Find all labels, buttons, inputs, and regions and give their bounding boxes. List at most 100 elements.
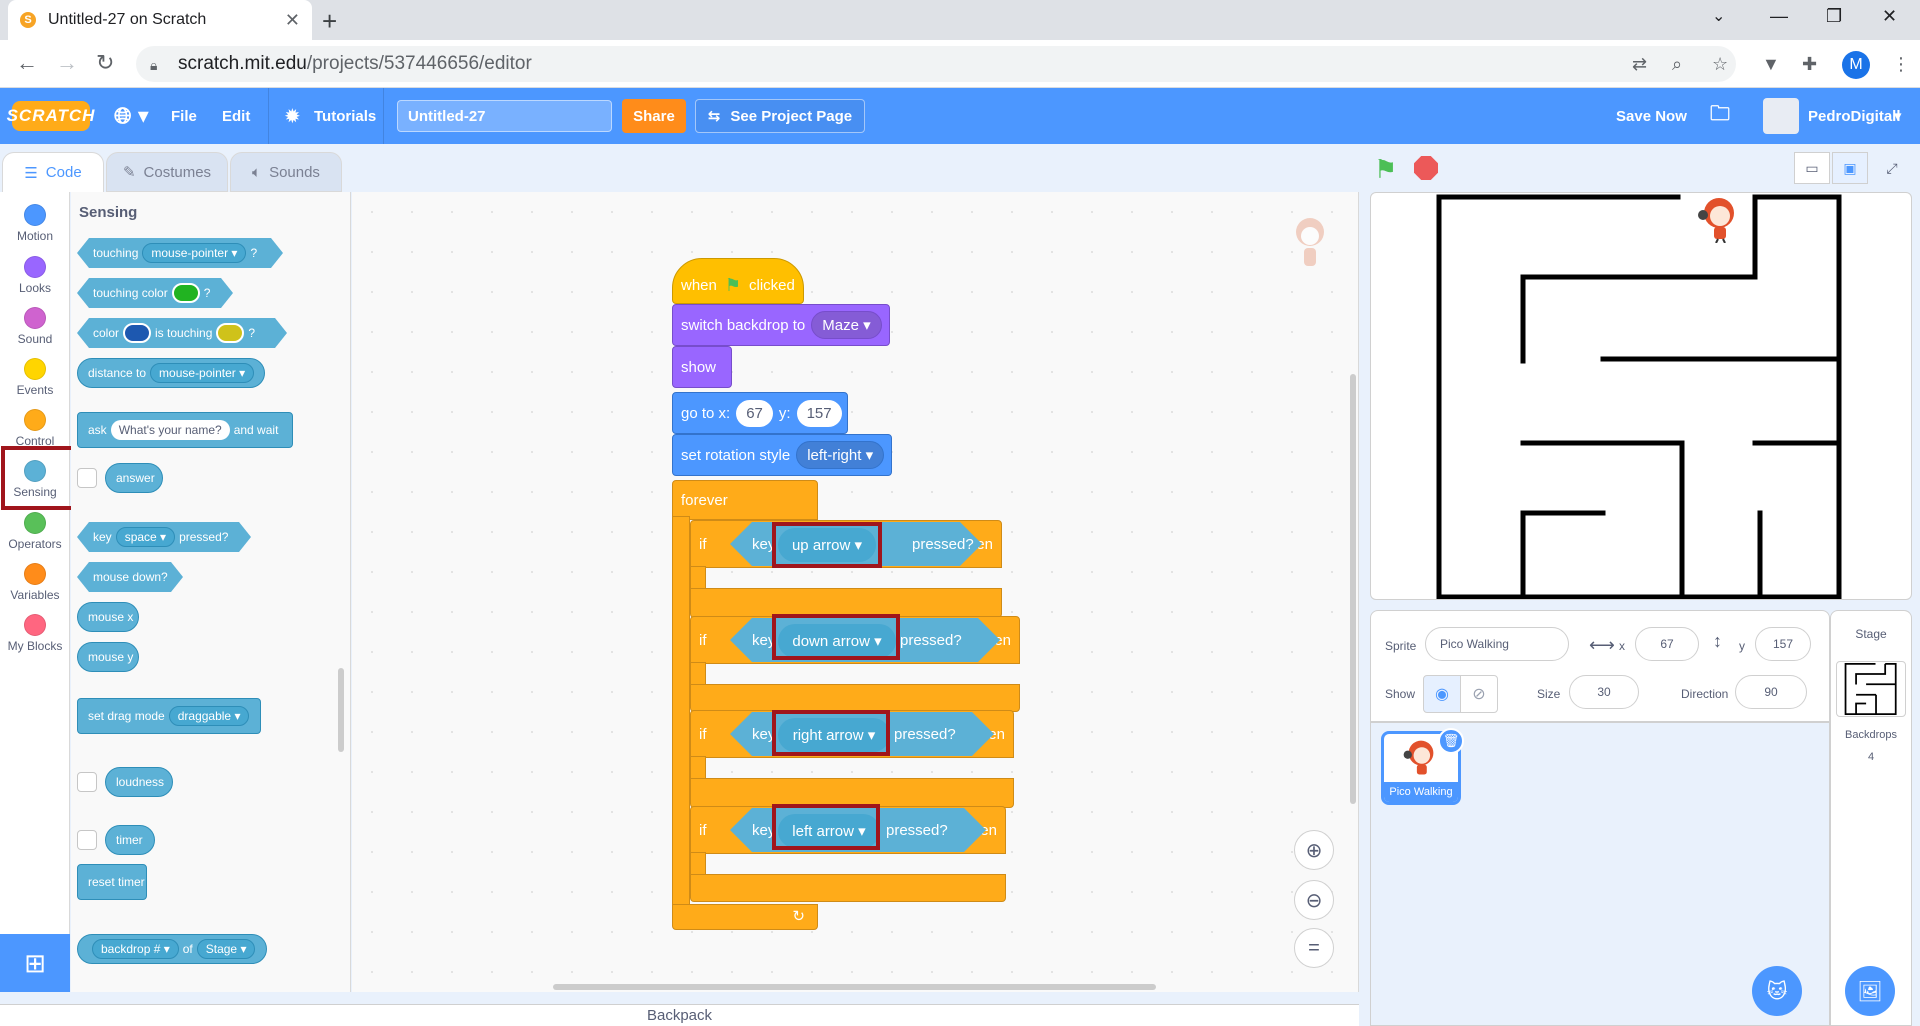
category-motion[interactable]: Motion <box>0 198 70 250</box>
mouse-x-reporter[interactable]: mouse x <box>77 602 139 632</box>
show-block[interactable]: show <box>672 346 732 388</box>
category-sensing[interactable]: Sensing <box>0 454 70 506</box>
close-window-icon[interactable]: ✕ <box>1882 6 1898 26</box>
timer-checkbox[interactable] <box>77 830 97 850</box>
backdrop-thumbnail[interactable] <box>1836 661 1906 717</box>
language-globe-icon[interactable]: 🌐︎ ▾ <box>114 103 149 128</box>
reset-timer-block[interactable]: reset timer <box>77 864 147 900</box>
fullscreen-button[interactable]: ⤢ <box>1874 152 1910 184</box>
backdrop-dropdown[interactable]: Maze ▾ <box>811 311 882 339</box>
puzzle-icon[interactable]: ✚ <box>1802 54 1818 74</box>
small-stage-button[interactable]: ▭ <box>1794 152 1830 184</box>
ask-and-wait-block[interactable]: ask What's your name? and wait <box>77 412 293 448</box>
key-pressed-block[interactable]: key space ▾ pressed? <box>77 522 251 552</box>
drag-mode-dropdown[interactable]: draggable ▾ <box>168 706 250 726</box>
tab-code[interactable]: ☰ Code <box>2 152 104 192</box>
zoom-in-button[interactable]: ⊕ <box>1294 830 1334 870</box>
reload-icon[interactable]: ↻ <box>96 50 115 75</box>
loudness-reporter[interactable]: loudness <box>105 767 173 797</box>
key-dropdown-right[interactable]: right arrow ▾ <box>778 718 890 752</box>
extension-icon[interactable]: ▼ <box>1762 54 1780 74</box>
color-swatch[interactable] <box>172 283 200 303</box>
stage-target-pane[interactable]: Stage Backdrops 4 <box>1830 610 1912 1026</box>
category-looks[interactable]: Looks <box>0 250 70 302</box>
browser-tab[interactable]: S Untitled-27 on Scratch ✕ <box>8 0 312 40</box>
translate-icon[interactable]: ⇄ <box>1632 54 1648 74</box>
script-horizontal-scrollbar[interactable] <box>553 984 1156 990</box>
category-sound[interactable]: Sound <box>0 301 70 353</box>
project-title-input[interactable] <box>397 100 612 132</box>
direction-input[interactable]: 90 <box>1735 675 1807 709</box>
show-hidden-button[interactable]: ⊘ <box>1460 675 1498 713</box>
zoom-out-button[interactable]: ⊖ <box>1294 880 1334 920</box>
green-flag-button-icon[interactable]: ⚑ <box>1374 154 1398 184</box>
touching-block[interactable]: touching mouse-pointer ▾ ? <box>77 238 283 268</box>
file-menu[interactable]: File <box>171 107 197 125</box>
tab-sounds[interactable]: 🔈︎ Sounds <box>230 152 342 192</box>
my-stuff-folder-icon[interactable]: 🗀 <box>1710 103 1730 125</box>
when-flag-clicked-block[interactable]: when ⚑ clicked <box>672 258 804 304</box>
restore-icon[interactable]: ❐ <box>1826 6 1843 26</box>
see-project-page-button[interactable]: ⇆ See Project Page <box>695 99 865 133</box>
bookmark-star-icon[interactable]: ☆ <box>1712 54 1729 74</box>
color-swatch[interactable] <box>123 323 151 343</box>
x-position-input[interactable]: 67 <box>1635 627 1699 661</box>
touching-color-block[interactable]: touching color ? <box>77 278 233 308</box>
username-menu[interactable]: PedroDigitall <box>1808 107 1901 125</box>
rotation-style-dropdown[interactable]: left-right ▾ <box>796 441 885 469</box>
loudness-checkbox[interactable] <box>77 772 97 792</box>
distance-target-dropdown[interactable]: mouse-pointer ▾ <box>150 363 255 383</box>
choose-backdrop-button[interactable]: 🖼︎ <box>1845 966 1895 1016</box>
backdrop-of-stage-reporter[interactable]: backdrop # ▾ of Stage ▾ <box>77 934 267 964</box>
key-dropdown[interactable]: space ▾ <box>116 527 175 547</box>
category-events[interactable]: Events <box>0 352 70 404</box>
save-now-button[interactable]: Save Now <box>1616 107 1687 125</box>
user-chevron-down-icon[interactable]: ▾ <box>1894 108 1902 125</box>
zoom-reset-button[interactable]: = <box>1294 928 1334 968</box>
back-icon[interactable]: ← <box>16 50 38 75</box>
close-tab-icon[interactable]: ✕ <box>284 9 300 30</box>
forever-block[interactable]: forever <box>672 480 818 520</box>
delete-sprite-button[interactable]: 🗑︎ <box>1438 728 1464 754</box>
distance-to-block[interactable]: distance to mouse-pointer ▾ <box>77 358 265 388</box>
add-extension-button[interactable]: ⊞ <box>0 934 70 992</box>
show-visible-button[interactable]: ◉ <box>1423 675 1461 713</box>
user-avatar[interactable] <box>1763 98 1799 134</box>
key-dropdown-down[interactable]: down arrow ▾ <box>778 624 896 658</box>
tab-costumes[interactable]: ✎ Costumes <box>106 152 228 192</box>
scratch-logo[interactable]: SCRATCH <box>7 101 94 131</box>
stop-button-icon[interactable] <box>1414 156 1438 180</box>
stage-canvas[interactable] <box>1370 192 1912 600</box>
tab-search-icon[interactable]: ⌄ <box>1712 8 1726 25</box>
tutorials-bulb-icon[interactable]: ✹ <box>284 105 301 128</box>
y-position-input[interactable]: 157 <box>1755 627 1811 661</box>
size-input[interactable]: 30 <box>1569 675 1639 709</box>
new-tab-icon[interactable]: + <box>322 6 338 36</box>
minimize-icon[interactable]: — <box>1770 6 1788 26</box>
set-drag-mode-block[interactable]: set drag mode draggable ▾ <box>77 698 261 734</box>
profile-avatar[interactable]: M <box>1842 51 1870 79</box>
tutorials-menu[interactable]: Tutorials <box>314 107 377 125</box>
choose-sprite-button[interactable]: 🐱︎ <box>1752 966 1802 1016</box>
switch-backdrop-block[interactable]: switch backdrop to Maze ▾ <box>672 304 890 346</box>
ask-question-input[interactable]: What's your name? <box>110 420 230 440</box>
key-dropdown-up[interactable]: up arrow ▾ <box>778 528 876 562</box>
go-to-xy-block[interactable]: go to x: 67 y: 157 <box>672 392 848 434</box>
x-input[interactable]: 67 <box>736 399 773 427</box>
y-input[interactable]: 157 <box>796 399 842 427</box>
mouse-y-reporter[interactable]: mouse y <box>77 642 139 672</box>
palette-scrollbar[interactable] <box>338 668 344 752</box>
category-control[interactable]: Control <box>0 403 70 455</box>
script-vertical-scrollbar[interactable] <box>1350 374 1356 804</box>
sprite-thumbnail[interactable]: Pico Walking <box>1381 731 1461 805</box>
edit-menu[interactable]: Edit <box>222 107 251 125</box>
timer-reporter[interactable]: timer <box>105 825 155 855</box>
category-variables[interactable]: Variables <box>0 557 70 609</box>
set-rotation-style-block[interactable]: set rotation style left-right ▾ <box>672 434 892 476</box>
answer-reporter[interactable]: answer <box>105 463 163 493</box>
zoom-icon[interactable]: ⌕ <box>1672 54 1683 74</box>
lock-icon[interactable]: 🔒︎ <box>150 57 158 73</box>
category-operators[interactable]: Operators <box>0 506 70 558</box>
attribute-dropdown[interactable]: backdrop # ▾ <box>92 939 179 959</box>
address-bar[interactable]: 🔒︎ scratch.mit.edu /projects/537446656/e… <box>136 46 1736 82</box>
